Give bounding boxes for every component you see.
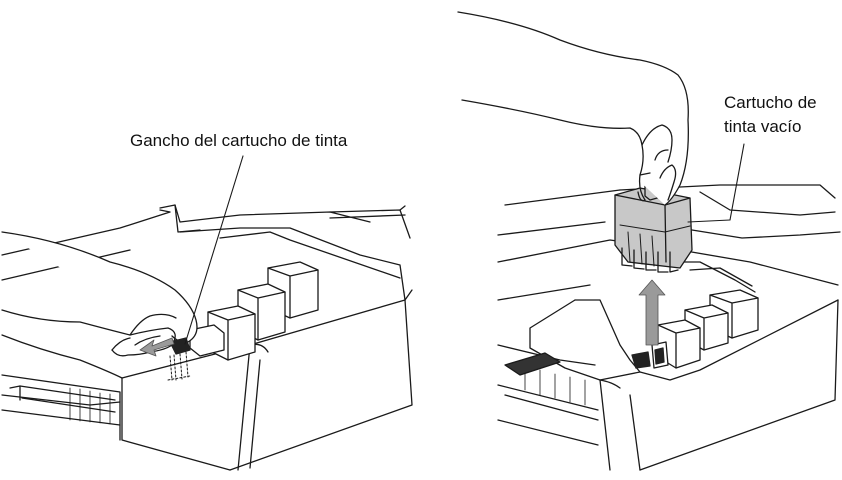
empty-cartridge-label-line2: tinta vacío <box>724 117 802 136</box>
ink-cartridge-hook-label: Gancho del cartucho de tinta <box>130 131 348 150</box>
lift-up-arrow-icon <box>638 279 666 346</box>
right-hand <box>457 11 689 206</box>
ink-cartridge-hook <box>167 337 191 381</box>
pull-arrow-icon <box>139 337 175 357</box>
left-callout-line <box>184 155 244 345</box>
left-hand <box>1 231 198 379</box>
right-cartridge-slots <box>631 289 759 369</box>
right-callout-leader <box>687 219 731 223</box>
empty-cartridge-label-line1: Cartucho de <box>724 93 817 112</box>
left-printer <box>1 204 413 471</box>
right-printer <box>497 184 841 471</box>
left-cartridge-slots <box>189 261 319 361</box>
right-callout-line <box>729 143 745 221</box>
